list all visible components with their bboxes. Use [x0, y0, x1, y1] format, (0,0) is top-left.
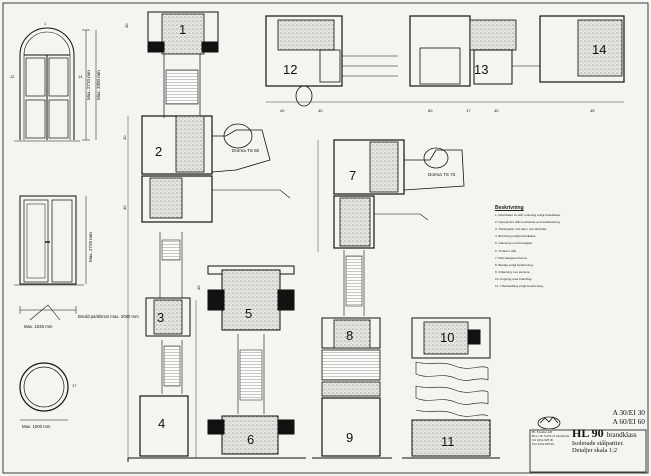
- dim-40-a: 40: [124, 23, 129, 28]
- section-column-left: [127, 11, 291, 462]
- closer-label-right: Dorma TS 73: [428, 172, 456, 177]
- description-block: Beskrivning 1. Dörrbladet av stål. Isole…: [495, 205, 645, 291]
- circular-window-elevation: [19, 362, 69, 421]
- description-item: 5. Glasning med brandglas.: [495, 241, 533, 246]
- dim-40-d: 40: [196, 285, 201, 290]
- description-item: 4. Bröstning enligt brandklass.: [495, 234, 537, 239]
- cut-mark-circle: 17: [72, 383, 77, 388]
- dim-40-b: 40: [122, 135, 127, 140]
- cut-mark-14: 14: [78, 74, 83, 79]
- dim-40-c: 40: [122, 205, 127, 210]
- description-item: 2. Karmprofil i stål med kärna av brandi…: [495, 220, 561, 225]
- horizontal-section-top: [265, 15, 625, 107]
- company-name: Hl. Fasader AB: [532, 430, 552, 434]
- description-item: 11. Ytbehandling enligt beskrivning.: [495, 284, 544, 289]
- description-item: 3. Tätningslist runt karm och dörrblad.: [495, 227, 547, 232]
- title-block-frame: [529, 429, 647, 473]
- dim-17: 17: [466, 108, 471, 113]
- model-title: HL 90 brandklass: [572, 426, 637, 441]
- detail-label-8: 8: [346, 328, 353, 343]
- description-item: 10. Fogning med brandfog.: [495, 276, 533, 281]
- section-column-right: [312, 139, 465, 459]
- description-item: 7. Dörrstängare Dorma.: [495, 255, 528, 260]
- detail-label-4: 4: [158, 416, 165, 431]
- description-item: 6. Tröskel i stål.: [495, 248, 517, 253]
- detail-label-7: 7: [349, 168, 356, 183]
- description-item: 9. Infästning mot stomme.: [495, 269, 531, 274]
- detail-label-2: 2: [155, 144, 162, 159]
- fire-class-1: A 30/EI 30: [612, 408, 645, 417]
- cut-mark-1: 1: [44, 21, 47, 26]
- arched-door-elevation: [14, 27, 97, 142]
- company-line: Tel 0454-928 00: [532, 438, 554, 442]
- section-column-middle: [195, 265, 306, 459]
- detail-label-14: 14: [592, 42, 606, 57]
- detail-label-9: 9: [346, 430, 353, 445]
- door-max-height-label: Max. 2720 mm: [88, 232, 93, 262]
- title-block: A 30/EI 30 A 60/EI 60 Hl. Fasader AB Box…: [530, 408, 648, 472]
- dim-40-g: 40: [494, 108, 499, 113]
- section-column-far-right: [402, 317, 500, 459]
- cut-mark-12: 12: [10, 74, 15, 79]
- detail-label-5: 5: [245, 306, 252, 321]
- company-line: Box 150 S-293 22 Olofström: [532, 434, 570, 438]
- description-heading: Beskrivning: [495, 205, 524, 211]
- dim-60: 60: [428, 108, 433, 113]
- arch-max-height-2-label: Max. 3300 mm: [96, 70, 101, 100]
- detail-label-10: 10: [440, 330, 454, 345]
- company-logo-icon: [537, 416, 561, 429]
- arch-max-height-label: Max. 2710 mm: [86, 70, 91, 100]
- drawing-subtitle: Isolerade stålpartier. Detaljer skala 1:…: [572, 440, 624, 454]
- rect-door-elevation: [14, 195, 87, 321]
- subtitle-line-2: Detaljer skala 1:2: [572, 447, 618, 454]
- door-max-width-label: Max. 1045 mm: [24, 324, 53, 329]
- closer-label-left: Dorma TS 92: [232, 148, 260, 153]
- detail-label-11: 11: [441, 434, 455, 449]
- company-info: Hl. Fasader AB Box 150 S-293 22 Olofströ…: [532, 430, 569, 446]
- dim-40-f: 40: [318, 108, 323, 113]
- detail-label-3: 3: [157, 310, 164, 325]
- model-class: brandklass: [606, 431, 637, 439]
- circle-diameter-label: Max. 1000 mm: [22, 424, 51, 429]
- company-line: Fax 0454-928 99: [532, 442, 554, 446]
- description-item: 8. Beslag enligt beskrivning.: [495, 262, 534, 267]
- fire-class-2: A 60/EI 60: [612, 417, 645, 426]
- detail-label-1: 1: [179, 22, 186, 37]
- door-max-width-total-label: Bredd partilörrar max. 2080 mm: [78, 314, 139, 319]
- detail-label-6: 6: [247, 432, 254, 447]
- detail-label-13: 13: [474, 62, 488, 77]
- model-name: HL 90: [572, 426, 604, 440]
- detail-label-12: 12: [283, 62, 297, 77]
- description-item: 1. Dörrbladet av stål. Isolering enligt …: [495, 213, 562, 218]
- subtitle-line-1: Isolerade stålpartier.: [572, 440, 624, 447]
- dim-45: 45: [590, 108, 595, 113]
- dim-40-e: 40: [280, 108, 285, 113]
